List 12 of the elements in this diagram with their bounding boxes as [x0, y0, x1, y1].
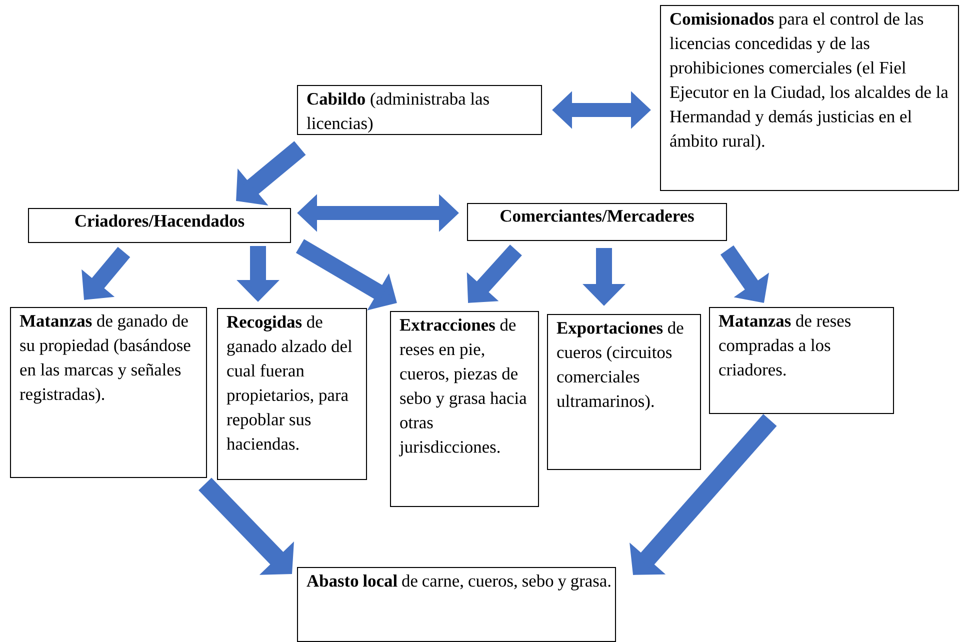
- text-box: Exportaciones de cueros (circuitos comerciales ultramarinos).: [547, 314, 701, 470]
- text-box: Comisionados para el control de las licencias concedidas y de las prohibiciones comerciales (el Fiel Ejecutor en la Ciudad, los alcaldes de la Hermandad y demás justicias en el ámbito rural).: [660, 5, 959, 191]
- text-box: Matanzas de ganado de su propiedad (basándose en las marcas y señales registradas).: [10, 307, 207, 478]
- text-box: Recogidas de ganado alzado del cual fueran propietarios, para repoblar sus haciendas.: [217, 308, 367, 480]
- text-box: Cabildo (administraba las licencias): [297, 85, 542, 135]
- text-box: Comerciantes/Mercaderes: [467, 203, 727, 241]
- text-box: Abasto local de carne, cueros, sebo y grasa.: [297, 567, 616, 642]
- block-arrow: [236, 141, 306, 206]
- text-box: Matanzas de reses compradas a los criadores.: [709, 307, 894, 414]
- text-box: Extracciones de reses en pie, cueros, piezas de sebo y grasa hacia otras jurisdicciones.: [390, 311, 539, 507]
- text-box: Criadores/Hacendados: [28, 208, 291, 243]
- block-arrow: [198, 478, 294, 575]
